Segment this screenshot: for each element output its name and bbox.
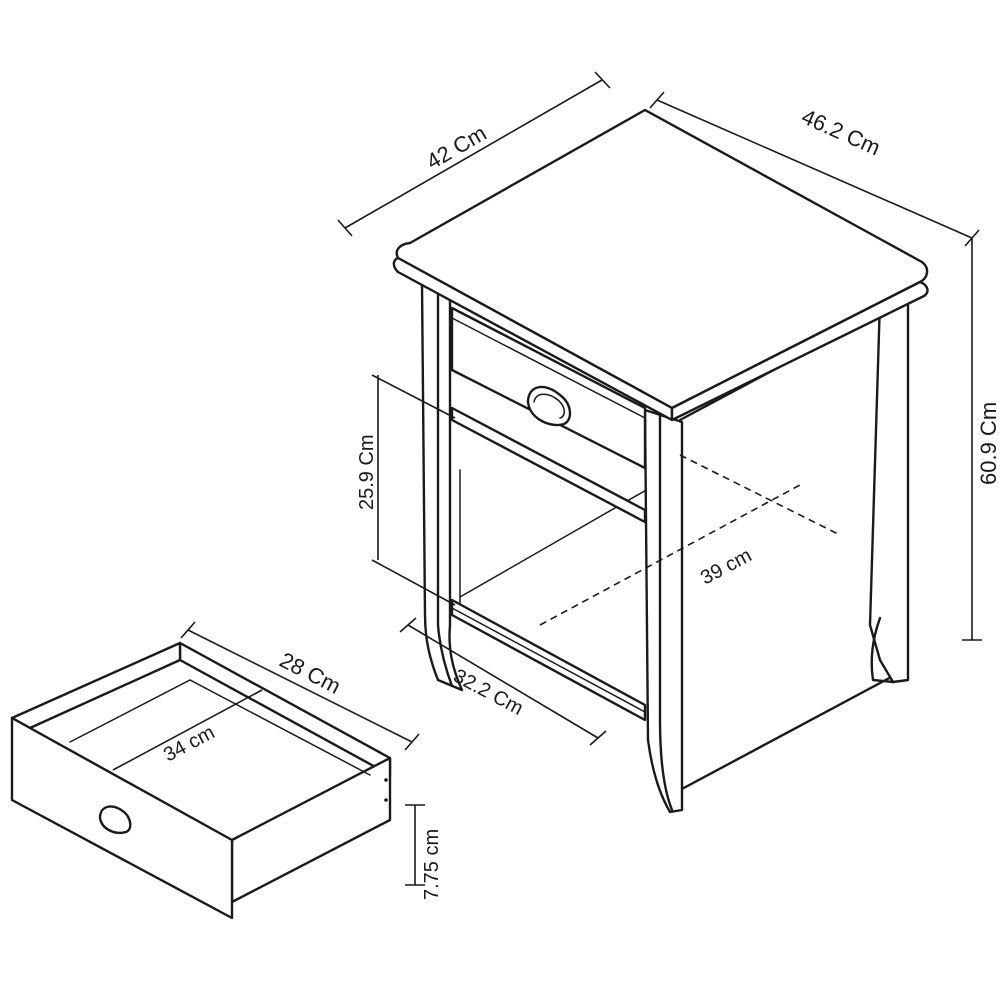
drawer-runner-dot (384, 798, 388, 802)
table-top-side-edge (670, 280, 929, 422)
back-right-leg-taper (870, 616, 895, 684)
top-width-label: 42 Cm (422, 120, 491, 174)
drawer-height-label: 7.75 cm (421, 829, 443, 900)
front-left-leg-inner (436, 285, 454, 688)
drawer-floor-back (69, 679, 371, 776)
front-right-leg-inner (658, 413, 674, 812)
bottom-rail-line (451, 607, 646, 713)
drawer-runner-dot (384, 778, 388, 782)
front-left-leg (420, 281, 464, 692)
top-depth-label: 46.2 Cm (798, 104, 884, 161)
drawer-icon (10, 641, 392, 920)
overall-height-label: 60.9 Cm (976, 402, 1000, 485)
drawer-right-side (230, 756, 392, 904)
drawer-handle-icon (526, 385, 572, 427)
opening-height-label: 25.9 Cm (356, 434, 378, 510)
drawer-handle-inner (533, 393, 565, 419)
drawer-front-handle-icon (98, 805, 132, 834)
cabinet-icon (392, 108, 929, 814)
table-top-surface (395, 108, 929, 410)
drawer-front-top (29, 727, 233, 841)
drawer-left-side (10, 641, 182, 730)
drawer-front-top-rail (451, 317, 646, 419)
table-top-front-edge (392, 256, 674, 422)
front-right-leg (643, 408, 684, 814)
